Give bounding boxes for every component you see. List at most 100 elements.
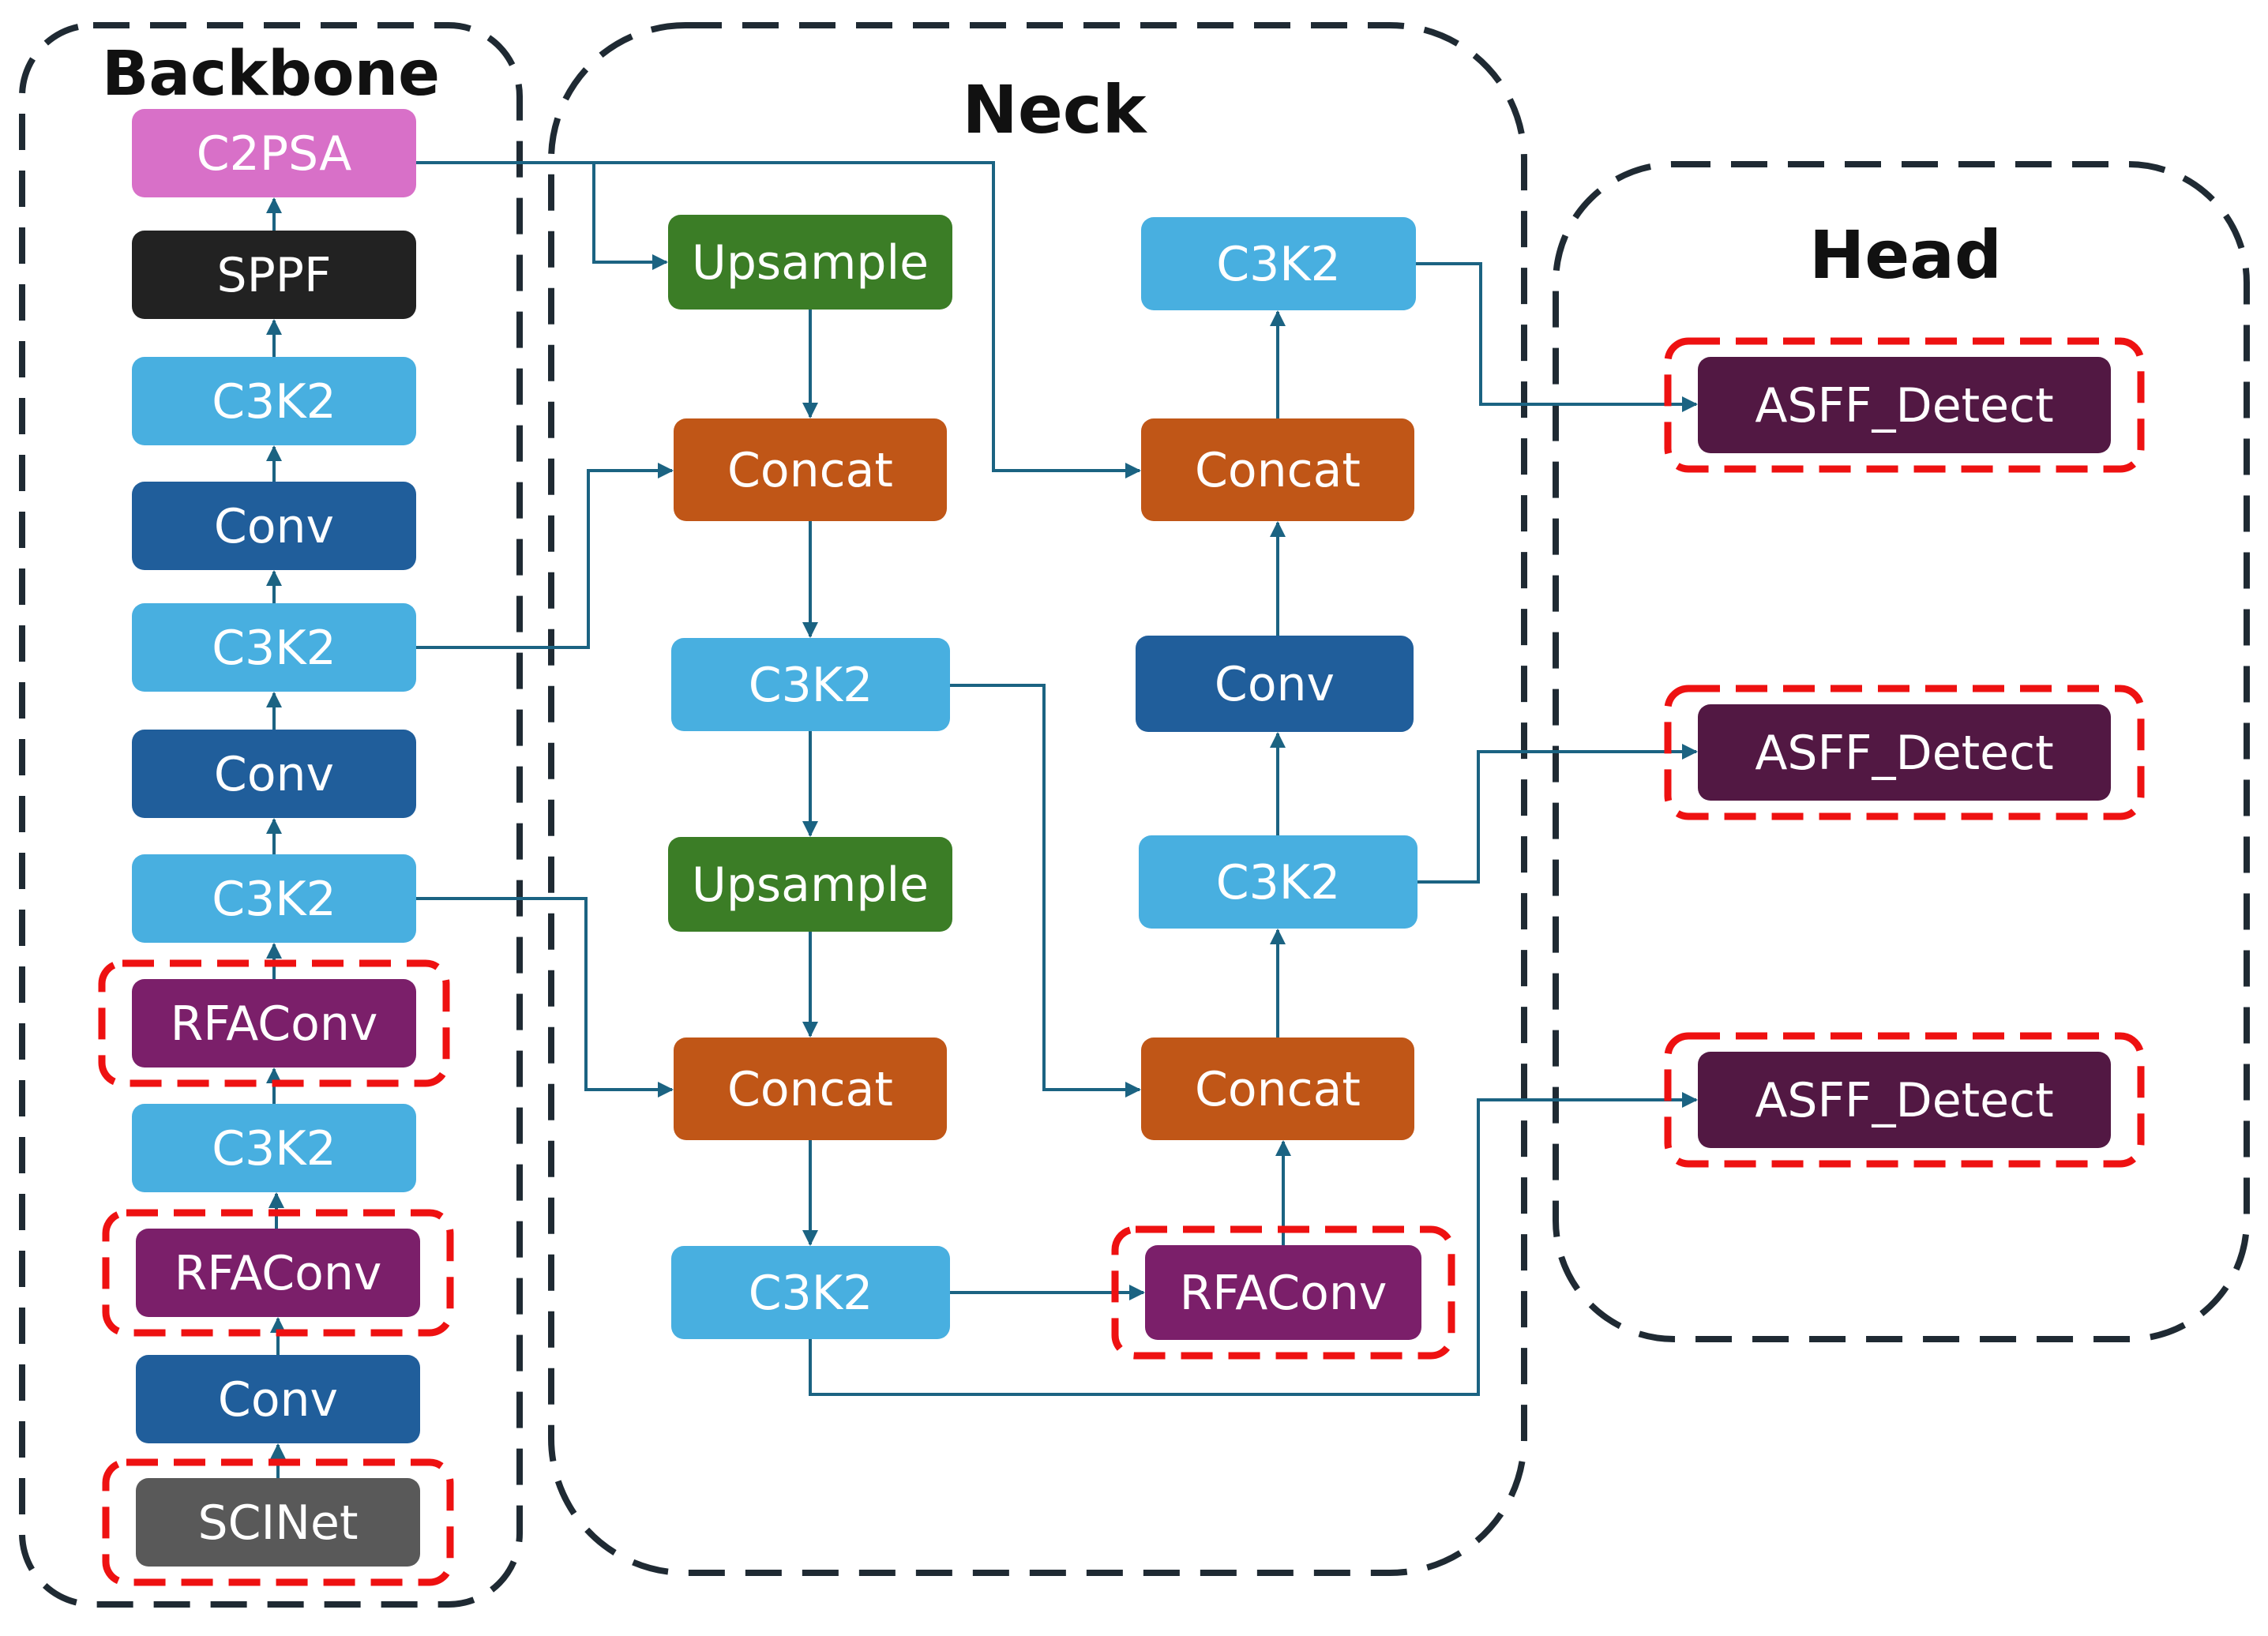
node-box-bb-c3k2-2: [132, 854, 416, 943]
node-bb-c3k2-4: C3K2: [132, 357, 416, 445]
node-bb-c3k2-1: C3K2: [132, 1104, 416, 1192]
node-label-nk-concat-2: Concat: [727, 1062, 893, 1117]
highlight-frame-hd-asff-3: [1664, 1032, 2145, 1168]
node-box-bb-c3k2-3: [132, 603, 416, 692]
node-nk-c3k2-3: C3K2: [1139, 835, 1418, 929]
node-bb-conv-1: Conv: [136, 1355, 420, 1443]
head-title: Head: [1809, 216, 2002, 294]
highlight-frame-nk-rfaconv: [1111, 1225, 1455, 1360]
node-label-bb-sppf: SPPF: [217, 248, 332, 303]
node-bb-rfaconv-2: RFAConv: [98, 959, 450, 1087]
node-box-nk-c3k2-1: [671, 638, 950, 731]
node-label-bb-conv-1: Conv: [218, 1372, 338, 1428]
node-label-bb-c3k2-1: C3K2: [212, 1121, 336, 1176]
node-label-bb-c2psa: C2PSA: [197, 126, 352, 182]
node-box-hd-asff-2: [1698, 704, 2111, 801]
highlight-frame-hd-asff-2: [1664, 685, 2145, 820]
section-backbone: Backbone: [19, 22, 523, 1608]
node-bb-c2psa: C2PSA: [132, 109, 416, 197]
node-box-nk-concat-1: [674, 418, 947, 521]
node-label-bb-conv-2: Conv: [214, 747, 334, 802]
node-hd-asff-2: ASFF_Detect: [1664, 685, 2145, 820]
node-nk-rfaconv: RFAConv: [1111, 1225, 1455, 1360]
node-bb-c3k2-2: C3K2: [132, 854, 416, 943]
edge-nk-c3k2-3-to-hd-asff-2: [1418, 744, 1698, 884]
neck-border: [548, 22, 1527, 1576]
node-hd-asff-1: ASFF_Detect: [1664, 337, 2145, 473]
node-label-nk-concat-1: Concat: [727, 443, 893, 498]
node-box-nk-conv: [1136, 636, 1414, 732]
edge-nk-c3k2-1-to-nk-concat-3: [950, 684, 1141, 1098]
node-box-bb-rfaconv-2: [132, 979, 416, 1068]
nodes: C2PSASPPFC3K2ConvC3K2ConvC3K2RFAConvC3K2…: [98, 109, 2145, 1586]
node-label-nk-concat-3: Concat: [1195, 1062, 1361, 1117]
node-bb-sppf: SPPF: [132, 231, 416, 319]
backbone-border: [19, 22, 523, 1608]
highlight-frame-bb-rfaconv-1: [102, 1209, 454, 1337]
node-box-nk-c3k2-3: [1139, 835, 1418, 929]
edge-nk-c3k2-4-to-hd-asff-1: [1416, 262, 1698, 412]
node-nk-c3k2-1: C3K2: [671, 638, 950, 731]
node-label-hd-asff-3: ASFF_Detect: [1755, 1073, 2053, 1128]
node-bb-c3k2-3: C3K2: [132, 603, 416, 692]
node-label-nk-c3k2-4: C3K2: [1216, 237, 1341, 292]
node-label-nk-c3k2-1: C3K2: [749, 658, 873, 713]
backbone-title: Backbone: [102, 39, 440, 110]
node-label-bb-c3k2-4: C3K2: [212, 374, 336, 430]
node-label-bb-scinet: SCINet: [198, 1495, 359, 1551]
node-label-nk-c3k2-2: C3K2: [749, 1266, 873, 1321]
node-box-nk-c3k2-2: [671, 1246, 950, 1339]
edge-bb-c3k2-2-to-nk-concat-2: [416, 897, 674, 1098]
node-box-nk-concat-3: [1141, 1038, 1414, 1140]
node-box-nk-rfaconv: [1145, 1245, 1421, 1340]
node-label-nk-upsample-2: Upsample: [692, 857, 929, 913]
node-box-nk-upsample-2: [668, 837, 952, 932]
node-bb-scinet: SCINet: [102, 1458, 454, 1586]
node-label-nk-concat-4: Concat: [1195, 443, 1361, 498]
node-label-bb-conv-3: Conv: [214, 499, 334, 554]
node-box-nk-concat-4: [1141, 418, 1414, 521]
node-nk-concat-3: Concat: [1141, 1038, 1414, 1140]
highlight-frame-bb-scinet: [102, 1458, 454, 1586]
node-box-bb-scinet: [136, 1478, 420, 1567]
node-bb-rfaconv-1: RFAConv: [102, 1209, 454, 1337]
node-label-nk-conv: Conv: [1215, 657, 1335, 712]
node-box-nk-upsample-1: [668, 215, 952, 310]
node-box-nk-concat-2: [674, 1038, 947, 1140]
node-label-bb-rfaconv-2: RFAConv: [171, 996, 378, 1052]
edge-bb-c2psa-to-nk-concat-4: [594, 161, 1141, 478]
node-label-bb-c3k2-3: C3K2: [212, 621, 336, 676]
node-label-nk-rfaconv: RFAConv: [1180, 1266, 1387, 1321]
node-box-bb-sppf: [132, 231, 416, 319]
node-box-bb-conv-1: [136, 1355, 420, 1443]
edges: [266, 161, 1698, 1478]
highlight-frame-hd-asff-1: [1664, 337, 2145, 473]
node-box-bb-c3k2-4: [132, 357, 416, 445]
node-bb-conv-2: Conv: [132, 730, 416, 818]
highlight-frame-bb-rfaconv-2: [98, 959, 450, 1087]
node-box-nk-c3k2-4: [1141, 217, 1416, 310]
edge-bb-c2psa-to-nk-upsample-1: [416, 161, 668, 270]
node-nk-c3k2-2: C3K2: [671, 1246, 950, 1339]
node-box-bb-rfaconv-1: [136, 1229, 420, 1317]
node-label-bb-c3k2-2: C3K2: [212, 872, 336, 927]
section-neck: Neck: [548, 22, 1527, 1576]
node-box-hd-asff-1: [1698, 357, 2111, 453]
node-hd-asff-3: ASFF_Detect: [1664, 1032, 2145, 1168]
node-box-bb-c3k2-1: [132, 1104, 416, 1192]
node-box-hd-asff-3: [1698, 1052, 2111, 1148]
node-nk-upsample-2: Upsample: [668, 837, 952, 932]
node-label-hd-asff-1: ASFF_Detect: [1755, 378, 2053, 433]
edge-nk-c3k2-2-to-hd-asff-3: [809, 1092, 1698, 1396]
node-label-nk-c3k2-3: C3K2: [1216, 855, 1341, 910]
edge-bb-c3k2-3-to-nk-concat-1: [416, 463, 674, 649]
node-label-nk-upsample-1: Upsample: [692, 235, 929, 291]
node-nk-upsample-1: Upsample: [668, 215, 952, 310]
neck-title: Neck: [963, 71, 1148, 148]
node-nk-concat-1: Concat: [674, 418, 947, 521]
node-label-bb-rfaconv-1: RFAConv: [175, 1246, 382, 1301]
node-label-hd-asff-2: ASFF_Detect: [1755, 726, 2053, 781]
node-nk-concat-2: Concat: [674, 1038, 947, 1140]
node-box-bb-conv-2: [132, 730, 416, 818]
